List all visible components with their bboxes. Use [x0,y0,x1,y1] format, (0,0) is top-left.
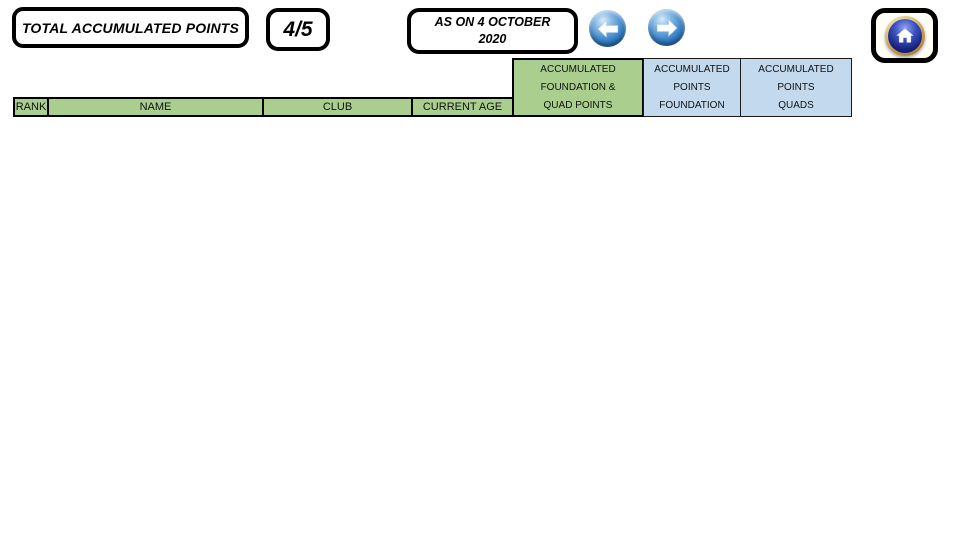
table-header-tall-row: ACCUMULATED FOUNDATION & QUAD POINTS ACC… [512,58,852,117]
page-title: TOTAL ACCUMULATED POINTS [21,19,240,36]
column-header-accumulated-points-quads: ACCUMULATED POINTS QUADS [740,58,852,117]
table-header-row: RANK NAME CLUB CURRENT AGE [13,97,514,117]
as-on-date-box: AS ON 4 OCTOBER 2020 [407,8,578,54]
prev-slide-button[interactable] [589,10,626,47]
page-indicator-box: 4/5 [266,8,330,51]
arrow-left-icon [597,19,618,38]
column-header-name: NAME [47,97,264,117]
column-header-accumulated-foundation-quad-points: ACCUMULATED FOUNDATION & QUAD POINTS [512,58,644,117]
home-button[interactable] [871,8,938,63]
as-on-date: AS ON 4 OCTOBER 2020 [434,15,551,46]
arrow-right-icon [656,18,677,37]
table-body-empty [13,117,851,517]
column-header-club: CLUB [262,97,413,117]
column-header-current-age: CURRENT AGE [411,97,514,117]
home-button-face [887,18,922,53]
page-indicator: 4/5 [283,17,313,41]
page-title-box: TOTAL ACCUMULATED POINTS [12,7,249,48]
column-header-accumulated-points-foundation: ACCUMULATED POINTS FOUNDATION [643,58,741,117]
next-slide-button[interactable] [648,9,685,46]
home-icon [895,27,914,43]
home-button-ring [884,15,925,56]
column-header-rank: RANK [13,97,49,117]
